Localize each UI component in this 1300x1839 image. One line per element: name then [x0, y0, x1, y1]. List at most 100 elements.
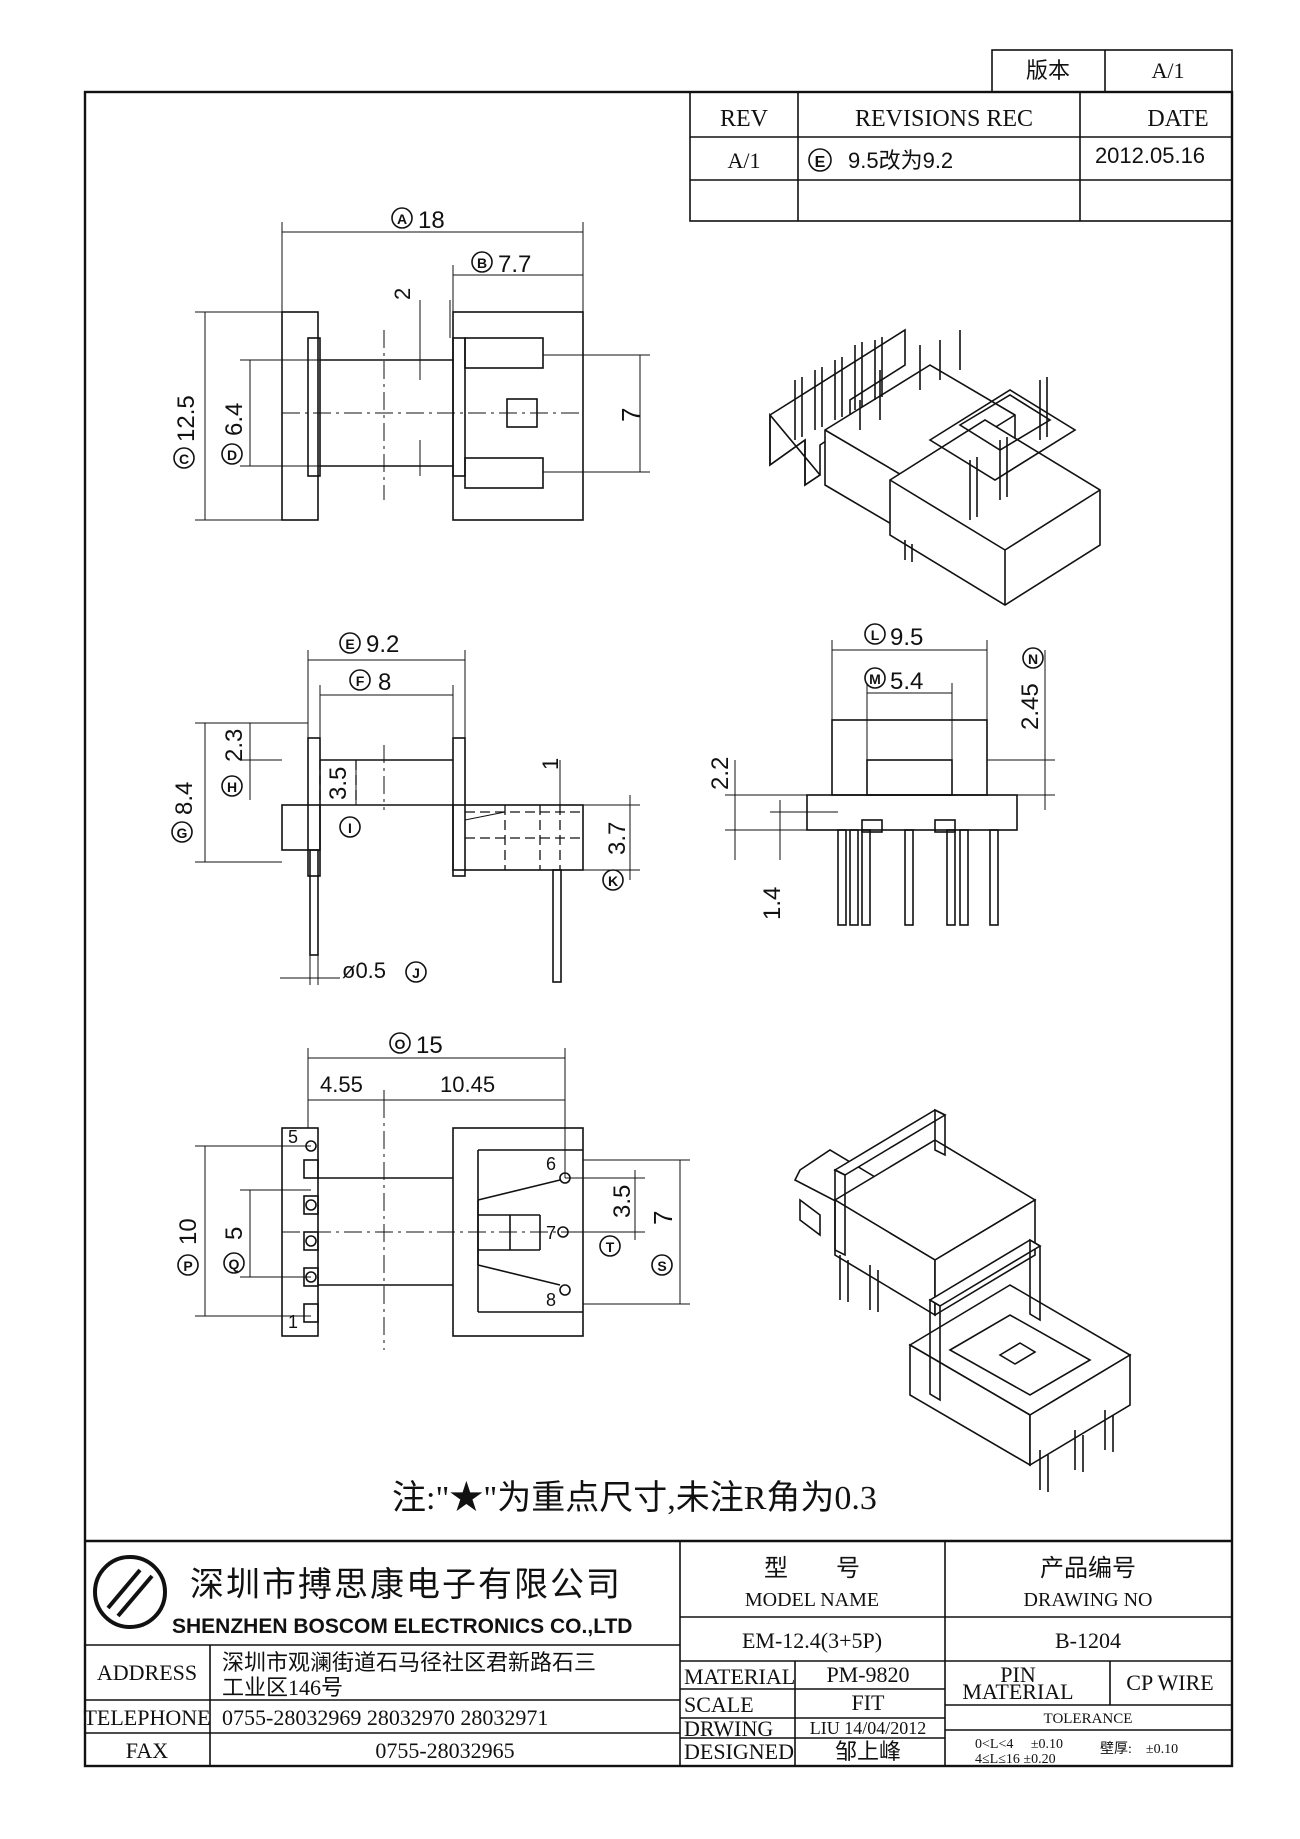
dim-l-value: 9.5 — [890, 624, 923, 651]
address-label: ADDRESS — [97, 1660, 197, 1685]
company-name-cn: 深圳市搏思康电子有限公司 — [190, 1566, 622, 1604]
dim-j-value: ø0.5 — [342, 958, 386, 983]
tolerance-row1: 0<L<4 ±0.10 — [975, 1737, 1063, 1752]
company-logo-icon — [93, 1555, 167, 1629]
marker-p-icon: P — [177, 1254, 199, 1276]
bottom-view: 1 5 6 7 8 O 15 4.55 10.45 P 10 Q 5 3.5 T — [175, 1032, 690, 1350]
pin-5-label: 5 — [288, 1127, 298, 1147]
dim-a-value: 18 — [418, 207, 445, 234]
svg-text:T: T — [606, 1239, 615, 1255]
dim-10-45-value: 10.45 — [440, 1072, 495, 1097]
designed-value: 邹上峰 — [835, 1739, 901, 1764]
drawing-label-cn: 产品编号 — [1040, 1555, 1136, 1582]
scale-value: FIT — [852, 1690, 886, 1715]
dim-p-value: 10 — [175, 1218, 202, 1245]
model-value: EM-12.4(3+5P) — [742, 1628, 882, 1653]
version-box: 版本 A/1 — [991, 49, 1233, 93]
pin-material-label1: PIN — [1000, 1662, 1036, 1687]
dim-g-value: 8.4 — [171, 782, 198, 815]
dim-f-value: 8 — [378, 669, 391, 696]
marker-b-icon: B — [471, 251, 493, 273]
marker-h-icon: H — [221, 775, 243, 797]
marker-m-icon: M — [864, 667, 886, 689]
svg-text:N: N — [1028, 651, 1038, 667]
version-label: 版本 — [1026, 58, 1070, 83]
marker-i-icon: I — [339, 816, 361, 838]
dim-1-4-value: 1.4 — [759, 887, 786, 920]
marker-f-icon: F — [349, 669, 371, 691]
svg-text:A: A — [397, 211, 407, 227]
dim-o-value: 15 — [416, 1032, 443, 1059]
drawing-label-en: DRAWING NO — [1024, 1589, 1153, 1611]
pin-8-label: 8 — [546, 1290, 556, 1310]
dim-3-7-value: 3.7 — [604, 822, 631, 855]
svg-text:E: E — [345, 636, 354, 652]
scale-label: SCALE — [684, 1692, 754, 1717]
marker-e-dim-icon: E — [339, 632, 361, 654]
svg-text:C: C — [179, 451, 189, 467]
svg-text:M: M — [869, 671, 881, 687]
dim-n-value: 2.45 — [1017, 683, 1044, 730]
svg-text:E: E — [815, 154, 826, 171]
svg-text:O: O — [395, 1036, 406, 1052]
marker-a-icon: A — [391, 207, 413, 229]
drawing-value: B-1204 — [1055, 1628, 1121, 1653]
rec-header: REVISIONS REC — [855, 106, 1033, 132]
wall-thickness-tolerance: 壁厚: ±0.10 — [1100, 1741, 1178, 1757]
address-line2: 工业区146号 — [222, 1675, 343, 1700]
rev-cell: A/1 — [728, 148, 761, 173]
svg-text:B: B — [477, 255, 487, 271]
model-label-cn: 型 号 — [764, 1555, 860, 1582]
date-cell: 2012.05.16 — [1095, 143, 1205, 168]
address-line1: 深圳市观澜街道石马径社区君新路石三 — [222, 1650, 596, 1675]
marker-t-icon: T — [599, 1235, 621, 1257]
marker-o-icon: O — [389, 1032, 411, 1054]
isometric-view-top — [769, 328, 1101, 606]
telephone-value: 0755-28032969 28032970 28032971 — [222, 1705, 548, 1730]
dim-c-value: 12.5 — [173, 395, 200, 442]
svg-text:D: D — [227, 447, 237, 463]
dim-b-value: 7.7 — [498, 251, 531, 278]
title-block: 深圳市搏思康电子有限公司 SHENZHEN BOSCOM ELECTRONICS… — [83, 1539, 1232, 1767]
drawing-by-label: DRWING — [684, 1716, 773, 1741]
company-name-en: SHENZHEN BOSCOM ELECTRONICS CO.,LTD — [172, 1615, 632, 1638]
marker-e-icon: E — [808, 148, 832, 172]
isometric-view-bottom — [793, 1108, 1132, 1492]
marker-j-icon: J — [405, 961, 427, 983]
dim-e-value: 9.2 — [366, 631, 399, 658]
dim-d-value: 6.4 — [221, 403, 248, 436]
rec-cell: 9.5改为9.2 — [848, 148, 953, 173]
designed-label: DESIGNED — [684, 1739, 794, 1764]
dim-7-value: 7 — [616, 408, 646, 422]
model-label-en: MODEL NAME — [745, 1589, 879, 1611]
pin-6-label: 6 — [546, 1154, 556, 1174]
svg-text:K: K — [608, 873, 618, 889]
material-label: MATERIAL — [684, 1664, 795, 1689]
marker-l-icon: L — [864, 623, 886, 645]
tolerance-row2: 4≤L≤16 ±0.20 — [975, 1752, 1056, 1767]
marker-s-icon: S — [651, 1254, 673, 1276]
pin-1-label: 1 — [288, 1312, 298, 1332]
svg-text:F: F — [356, 673, 365, 689]
dim-h-value: 2.3 — [221, 729, 248, 762]
version-value: A/1 — [1152, 58, 1185, 83]
fax-value: 0755-28032965 — [375, 1738, 514, 1763]
dim-2-value: 2 — [390, 288, 415, 300]
dim-1-value: 1 — [538, 758, 563, 770]
dim-s-value: 7 — [648, 1211, 678, 1225]
dim-2-2-value: 2.2 — [707, 757, 734, 790]
front-view: L 9.5 M 5.4 N 2.45 2.2 1.4 — [707, 623, 1055, 926]
material-value: PM-9820 — [826, 1662, 909, 1687]
tolerance-label: TOLERANCE — [1044, 1711, 1133, 1727]
svg-text:J: J — [412, 965, 420, 981]
marker-q-icon: Q — [223, 1252, 245, 1274]
telephone-label: TELEPHONE — [83, 1705, 210, 1730]
sheet-border — [83, 90, 1234, 1768]
svg-text:I: I — [348, 820, 352, 836]
svg-text:G: G — [177, 825, 188, 841]
svg-text:P: P — [183, 1258, 192, 1274]
marker-g-icon: G — [171, 821, 193, 843]
pin-material-value: CP WIRE — [1126, 1670, 1213, 1695]
svg-text:L: L — [871, 627, 880, 643]
